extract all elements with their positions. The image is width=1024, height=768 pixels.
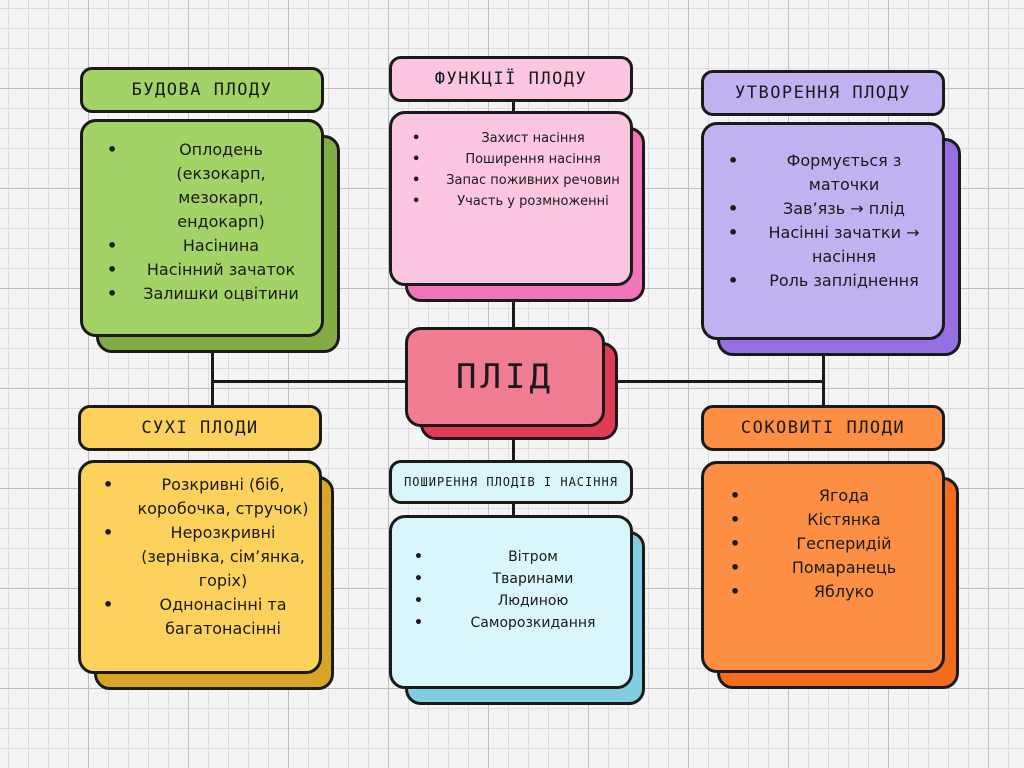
- center-card: ПЛIД: [405, 327, 605, 427]
- formation-list: Формується з маточки Зав’язь → плід Насі…: [722, 149, 926, 293]
- list-item: Участь у розмноженні: [406, 191, 620, 212]
- list-item: Людиною: [408, 590, 618, 612]
- list-item: Запас поживних речовин: [406, 170, 620, 191]
- dry-title: СУХI ПЛОДИ: [78, 405, 322, 451]
- list-item: Насінний зачаток: [101, 258, 301, 282]
- list-item: Гесперидій: [724, 532, 924, 556]
- list-item: Захист насіння: [406, 128, 620, 149]
- list-item: Вітром: [408, 546, 618, 568]
- functions-list: Захист насіння Поширення насіння Запас п…: [406, 128, 620, 212]
- dispersal-list: Вітром Тваринами Людиною Саморозкидання: [408, 546, 618, 634]
- dry-list: Розкривні (біб, коробочка, стручок) Неро…: [97, 473, 309, 641]
- list-item: Ягода: [724, 484, 924, 508]
- structure-title-text: БУДОВА ПЛОДУ: [131, 80, 273, 100]
- functions-card: Захист насіння Поширення насіння Запас п…: [389, 111, 633, 286]
- fleshy-title-text: СОКОВИТI ПЛОДИ: [740, 418, 906, 438]
- list-item: Оплодень (екзокарп, мезокарп, ендокарп): [101, 138, 301, 234]
- list-item: Саморозкидання: [408, 612, 618, 634]
- connector-right-vertical: [822, 335, 825, 410]
- dry-card: Розкривні (біб, коробочка, стручок) Неро…: [78, 460, 322, 674]
- fleshy-card: Ягода Кістянка Гесперидій Помаранець Ябл…: [701, 461, 945, 673]
- connector-bottom-vertical: [512, 428, 515, 466]
- list-item: Тваринами: [408, 568, 618, 590]
- connector-top-vertical: [512, 290, 515, 335]
- functions-title: ФУНКЦIЇ ПЛОДУ: [389, 56, 633, 102]
- list-item: Насінні зачатки → насіння: [722, 221, 926, 269]
- list-item: Однонасінні та багатонасінні: [97, 593, 309, 641]
- list-item: Кістянка: [724, 508, 924, 532]
- list-item: Помаранець: [724, 556, 924, 580]
- list-item: Поширення насіння: [406, 149, 620, 170]
- formation-title-text: УТВОРЕННЯ ПЛОДУ: [734, 83, 912, 103]
- formation-title: УТВОРЕННЯ ПЛОДУ: [701, 70, 945, 116]
- dispersal-title-text: ПОШИРЕННЯ ПЛОДIВ I НАСIННЯ: [404, 475, 618, 489]
- dispersal-card: Вітром Тваринами Людиною Саморозкидання: [389, 515, 633, 689]
- dry-title-text: СУХI ПЛОДИ: [141, 418, 259, 438]
- structure-list: Оплодень (екзокарп, мезокарп, ендокарп) …: [101, 138, 301, 306]
- fleshy-list: Ягода Кістянка Гесперидій Помаранець Ябл…: [724, 484, 924, 604]
- structure-title: БУДОВА ПЛОДУ: [80, 67, 324, 113]
- list-item: Роль запліднення: [722, 269, 926, 293]
- connector-functions-title-to-card: [512, 100, 515, 114]
- formation-card: Формується з маточки Зав’язь → плід Насі…: [701, 122, 945, 340]
- list-item: Насінина: [101, 234, 301, 258]
- list-item: Залишки оцвітини: [101, 282, 301, 306]
- center-title: ПЛIД: [456, 357, 554, 397]
- list-item: Нерозкривні (зернівка, сім’янка, горіх): [97, 521, 309, 593]
- list-item: Розкривні (біб, коробочка, стручок): [97, 473, 309, 521]
- fleshy-title: СОКОВИТI ПЛОДИ: [701, 405, 945, 451]
- list-item: Зав’язь → плід: [722, 197, 926, 221]
- functions-title-text: ФУНКЦIЇ ПЛОДУ: [434, 69, 588, 89]
- structure-card: Оплодень (екзокарп, мезокарп, ендокарп) …: [80, 119, 324, 337]
- list-item: Яблуко: [724, 580, 924, 604]
- connector-dispersal-title-to-card: [512, 498, 515, 518]
- list-item: Формується з маточки: [722, 149, 926, 197]
- connector-left-vertical: [211, 330, 214, 410]
- dispersal-title: ПОШИРЕННЯ ПЛОДIВ I НАСIННЯ: [389, 460, 633, 504]
